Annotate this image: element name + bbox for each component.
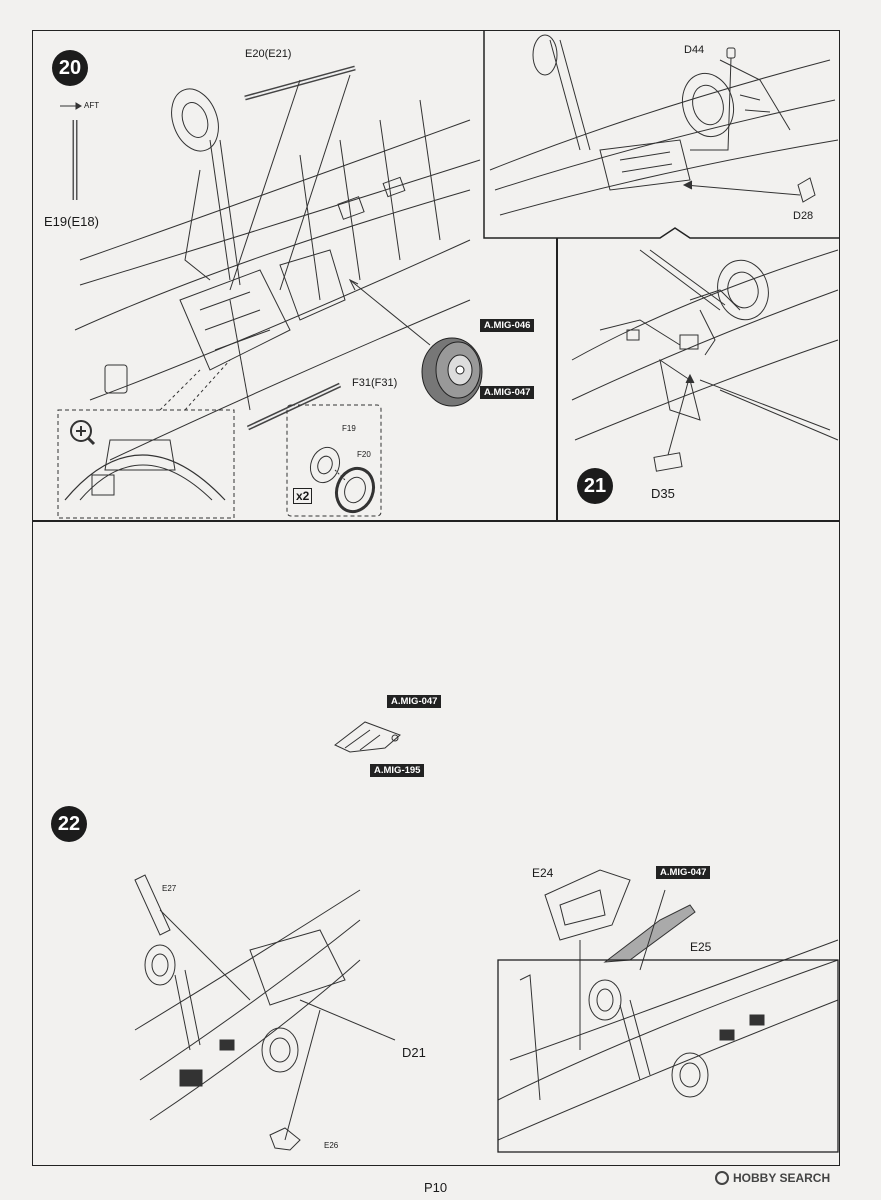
step22-right-illustration bbox=[497, 869, 839, 1153]
label-f31: F31(F31) bbox=[352, 377, 398, 389]
leader-e20 bbox=[229, 79, 301, 291]
step20-fuselage bbox=[74, 99, 481, 461]
label-d44: D44 bbox=[684, 44, 705, 56]
label-f19: F19 bbox=[342, 424, 356, 433]
label-x2: x2 bbox=[293, 488, 313, 504]
leader-f31 bbox=[229, 299, 251, 411]
hobby-search-logo-icon bbox=[715, 1171, 729, 1185]
paint-callout: A.MIG-047 bbox=[387, 695, 442, 708]
step22-left-illustration bbox=[134, 874, 396, 1151]
part-wheel-painted bbox=[421, 337, 483, 407]
paint-callout: A.MIG-047 bbox=[656, 866, 711, 879]
label-e26: E26 bbox=[324, 1141, 339, 1150]
paint-callout: A.MIG-195 bbox=[370, 764, 425, 777]
part-e20-rod bbox=[244, 65, 356, 101]
divider-horizontal bbox=[32, 520, 840, 522]
page-frame bbox=[32, 30, 840, 1166]
label-d35: D35 bbox=[651, 486, 675, 501]
arrowhead bbox=[348, 278, 359, 291]
label-e20: E20(E21) bbox=[245, 48, 292, 60]
label-e19: E19(E18) bbox=[44, 214, 99, 229]
leader-e20b bbox=[279, 74, 351, 291]
zoom-inset bbox=[57, 359, 235, 519]
step-number-21: 21 bbox=[577, 468, 613, 504]
label-e25: E25 bbox=[690, 940, 712, 954]
small-part-painted bbox=[334, 721, 401, 753]
step-number-22: 22 bbox=[51, 806, 87, 842]
watermark: HOBBY SEARCH bbox=[715, 1171, 830, 1185]
paint-callout: A.MIG-046 bbox=[480, 319, 535, 332]
watermark-text: HOBBY SEARCH bbox=[733, 1171, 831, 1185]
part-f31-rod bbox=[246, 382, 342, 431]
label-e24: E24 bbox=[532, 866, 554, 880]
label-d21: D21 bbox=[402, 1045, 426, 1060]
label-f20: F20 bbox=[357, 450, 371, 459]
label-e27: E27 bbox=[162, 884, 177, 893]
step20-detail-box bbox=[483, 30, 840, 239]
paint-callout: A.MIG-047 bbox=[480, 386, 535, 399]
label-aft: AFT bbox=[84, 101, 100, 110]
leader-wheel bbox=[349, 279, 431, 346]
step20-gear bbox=[171, 88, 241, 286]
wheel-parts-inset bbox=[286, 404, 382, 517]
label-d28: D28 bbox=[793, 210, 814, 222]
magnify-plus-icon bbox=[70, 420, 96, 446]
step-number-20: 20 bbox=[52, 50, 88, 86]
step21-illustration bbox=[571, 249, 839, 472]
divider-vertical-21 bbox=[556, 238, 558, 520]
page-number: P10 bbox=[424, 1180, 448, 1195]
